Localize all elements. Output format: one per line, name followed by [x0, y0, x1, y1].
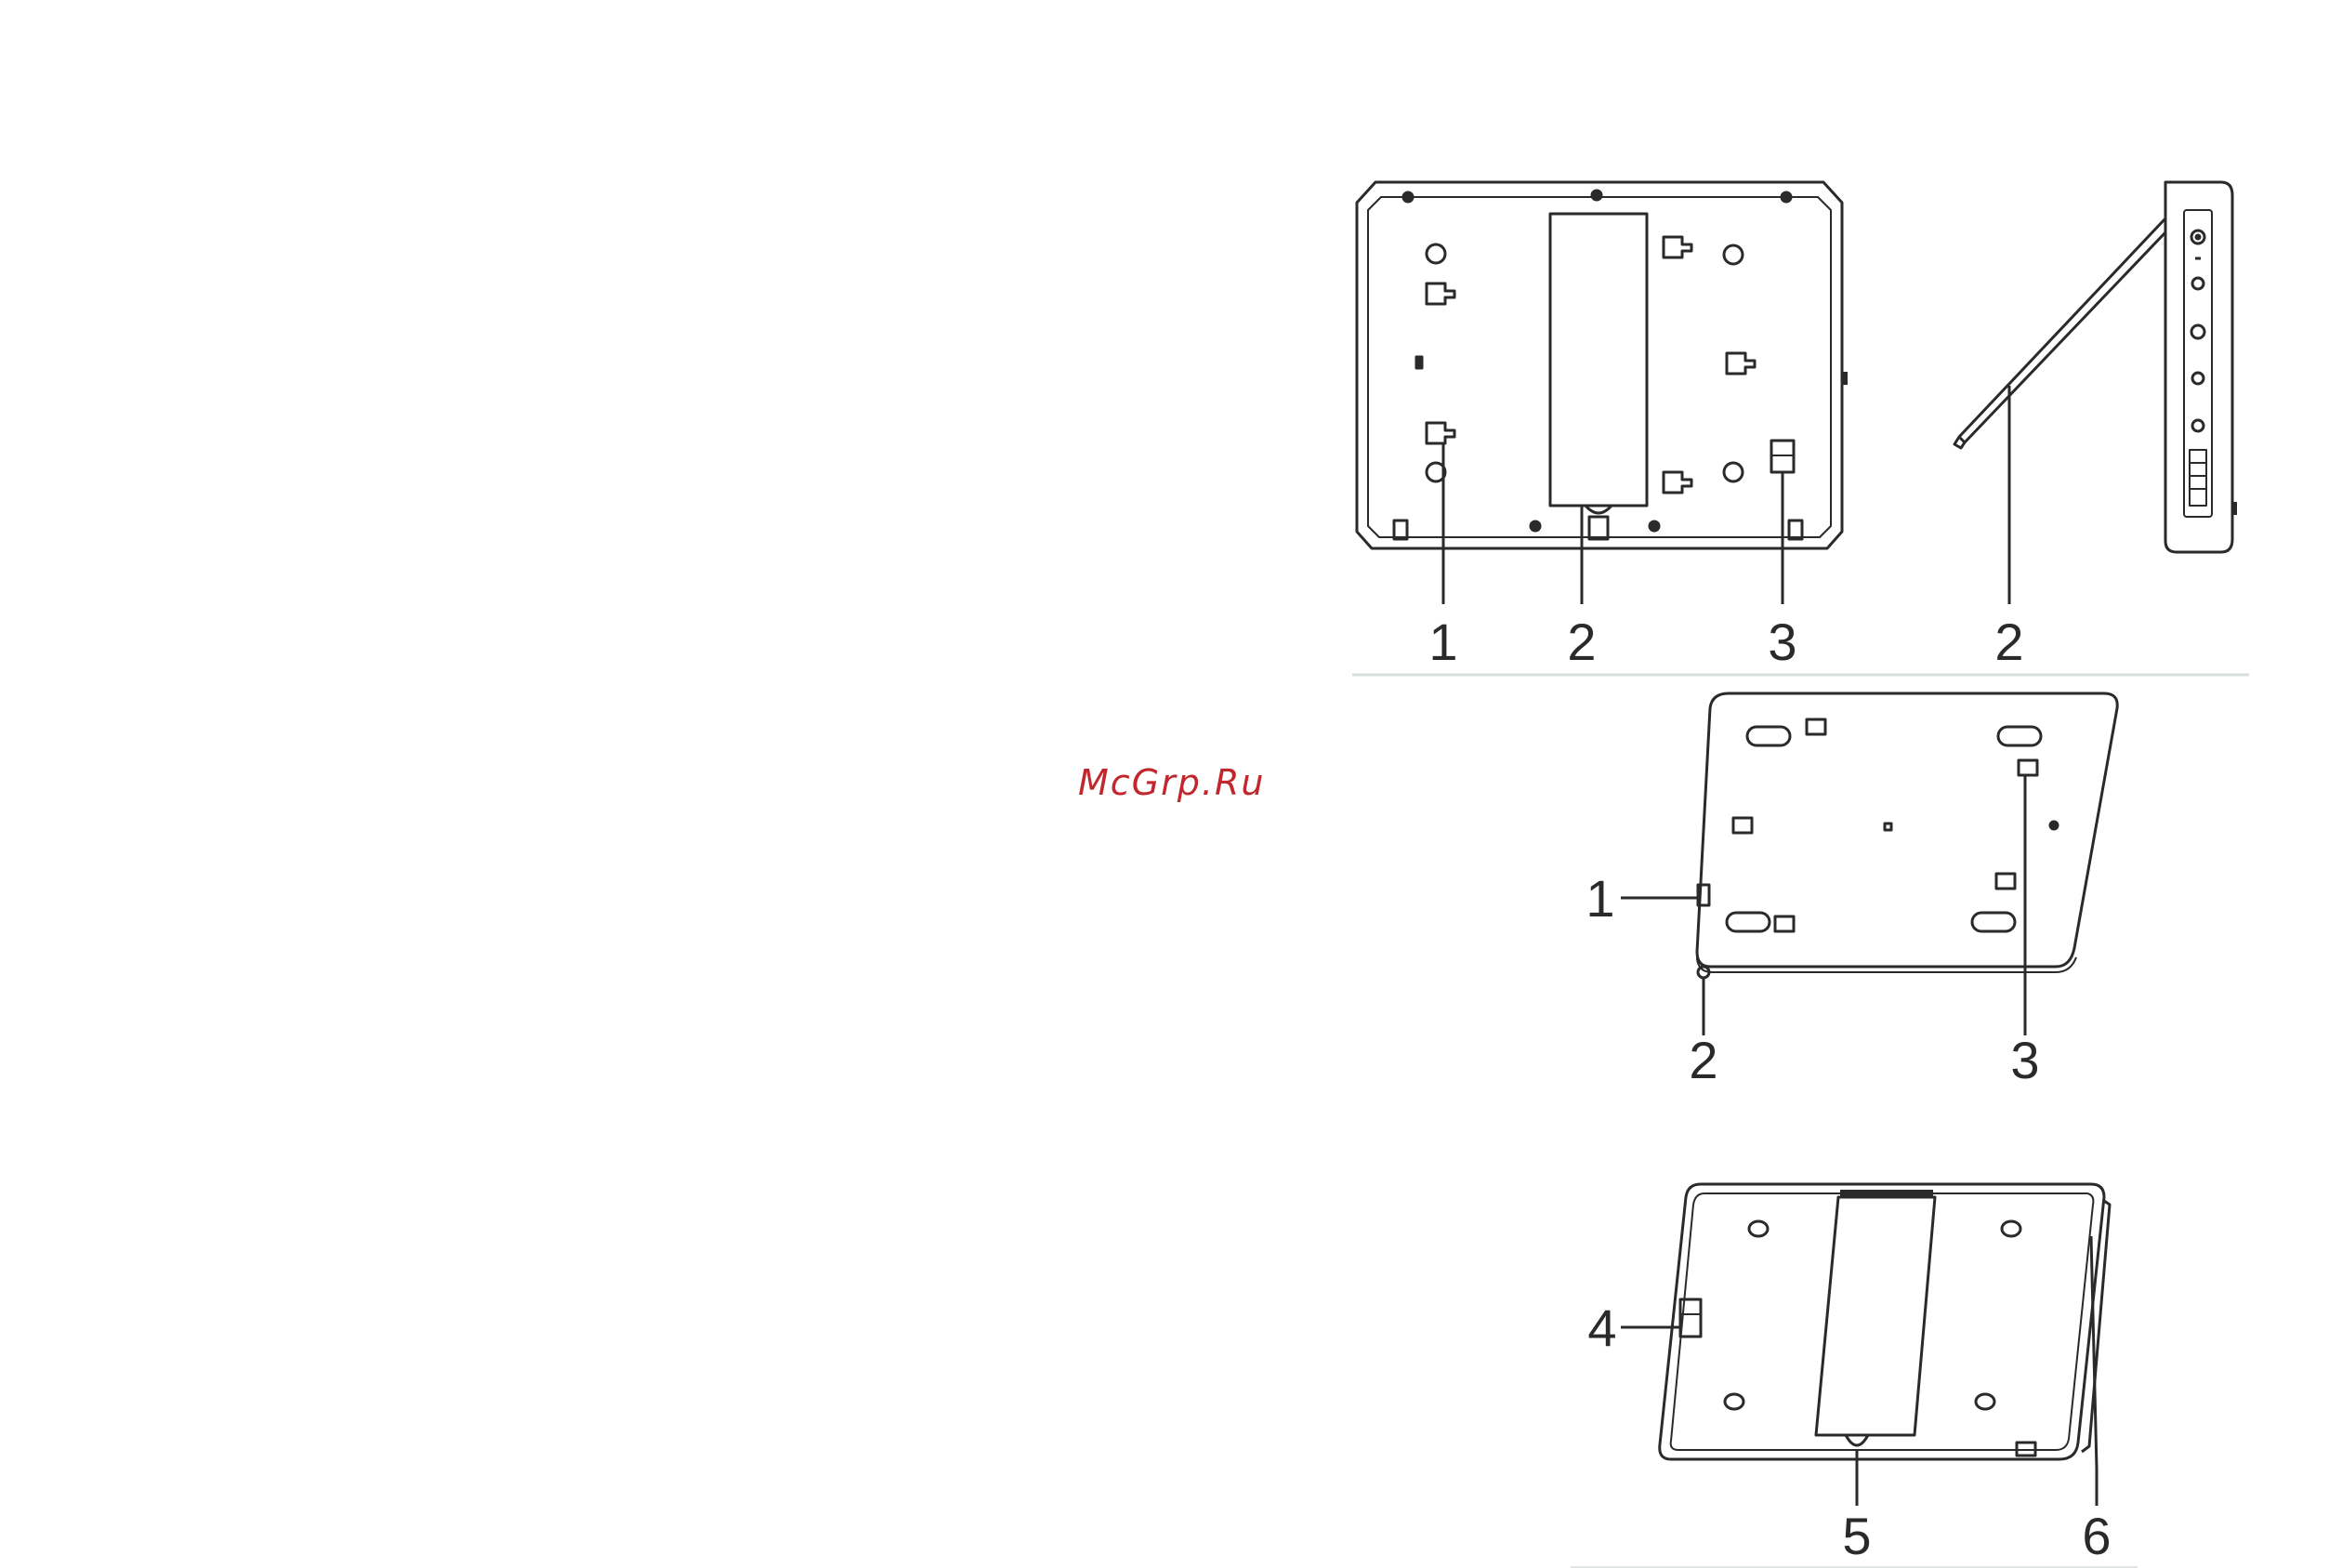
callout-2-side: 2	[1994, 613, 2023, 671]
callout-6-bottom: 6	[2082, 1507, 2111, 1565]
back-view-bottom	[1621, 1184, 2110, 1506]
callout-5-bottom: 5	[1842, 1507, 1871, 1565]
callout-2-top: 2	[1567, 613, 1596, 671]
callout-1-middle: 1	[1586, 869, 1614, 928]
back-view-top	[1357, 182, 1848, 604]
callout-1-top: 1	[1428, 613, 1457, 671]
callout-3-top: 3	[1768, 613, 1796, 671]
callout-3-middle: 3	[2010, 1031, 2039, 1089]
callout-4-bottom: 4	[1587, 1298, 1616, 1357]
back-view-middle	[1621, 693, 2117, 1035]
side-view	[1357, 182, 2237, 604]
callout-2-middle: 2	[1689, 1031, 1717, 1089]
